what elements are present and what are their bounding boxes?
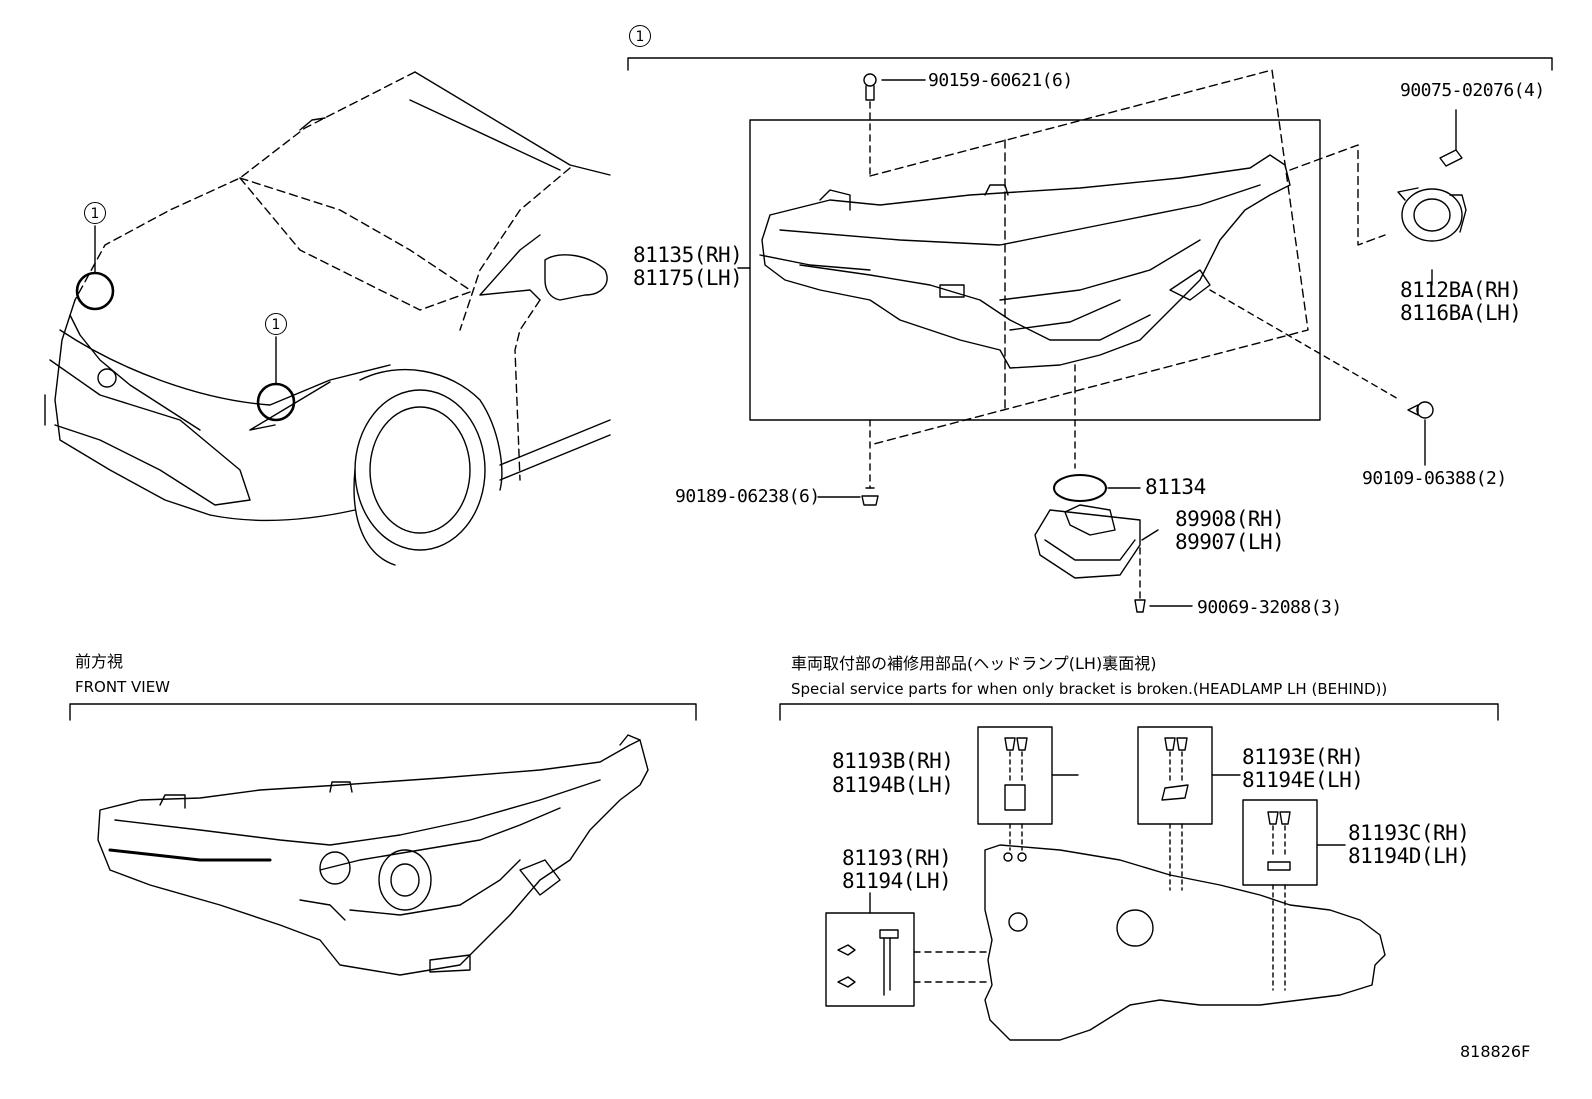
part-label-leveling-rh: 8112BA(RH) xyxy=(1400,278,1522,302)
part-label-headlamp-lh: 81175(LH) xyxy=(633,266,743,290)
part-label-computer-rh: 89908(RH) xyxy=(1175,507,1285,531)
diagram-code: 818826F xyxy=(1460,1042,1531,1061)
part-label-computer-lh: 89907(LH) xyxy=(1175,530,1285,554)
part-label-bolt-top: 90159-60621(6) xyxy=(928,70,1073,91)
part-label-screw-computer: 90069-32088(3) xyxy=(1197,597,1342,618)
assembly-bracket xyxy=(627,57,1553,71)
front-view-title-jp: 前方視 xyxy=(75,652,124,671)
part-label-screw-right: 90109-06388(2) xyxy=(1362,468,1507,489)
part-label-bracket-b-rh: 81193B(RH) xyxy=(832,749,954,773)
service-parts-title-jp: 車両取付部の補修用部品(ヘッドランプ(LH)裏面視) xyxy=(791,654,1157,673)
part-label-bracket-e-lh: 81194E(LH) xyxy=(1242,768,1364,792)
part-label-screw-top-right: 90075-02076(4) xyxy=(1400,80,1545,101)
part-label-headlamp-rh: 81135(RH) xyxy=(633,243,743,267)
assembly-marker-right: 1 xyxy=(265,313,287,335)
part-label-bracket-d-lh: 81194D(LH) xyxy=(1348,844,1470,868)
part-label-bracket-rh: 81193(RH) xyxy=(842,846,952,870)
part-label-bolt-bottom: 90189-06238(6) xyxy=(675,486,820,507)
part-label-gasket: 81134 xyxy=(1145,475,1206,499)
service-parts-section xyxy=(779,703,1499,1041)
assembly-marker-left: 1 xyxy=(84,202,106,224)
vehicle-overview xyxy=(44,71,611,566)
front-view-title-en: FRONT VIEW xyxy=(75,678,171,696)
part-label-bracket-c-rh: 81193C(RH) xyxy=(1348,821,1470,845)
part-label-leveling-lh: 8116BA(LH) xyxy=(1400,301,1522,325)
part-label-bracket-e-rh: 81193E(RH) xyxy=(1242,745,1364,769)
part-label-bracket-lh: 81194(LH) xyxy=(842,869,952,893)
part-label-bracket-b-lh: 81194B(LH) xyxy=(832,773,954,797)
assembly-marker-top: 1 xyxy=(629,25,651,47)
front-view-section xyxy=(69,703,697,976)
headlamp-exploded xyxy=(737,69,1467,613)
service-parts-title-en: Special service parts for when only brac… xyxy=(791,680,1388,698)
